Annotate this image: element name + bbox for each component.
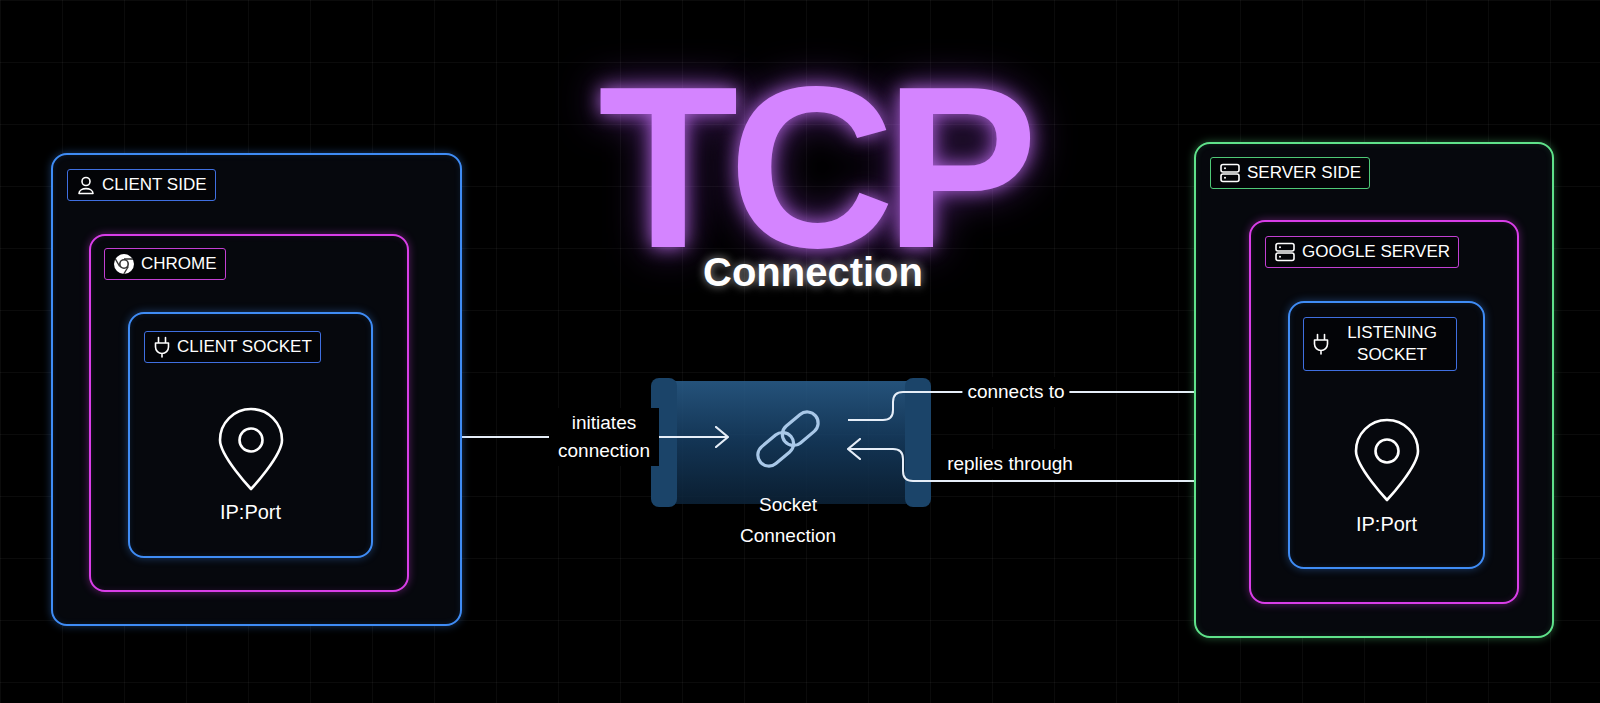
container-box: CHROME CLIENT SOCKET IP:Port [89, 234, 409, 592]
box-title: LISTENING SOCKET [1336, 322, 1448, 366]
connection-pipe: Socket Connection [728, 395, 848, 550]
container-box: SERVER SIDE GOOGLE SERVER LISTENING SOCKET… [1194, 142, 1554, 638]
box-tag: CHROME [104, 248, 226, 280]
box-tag: GOOGLE SERVER [1265, 236, 1459, 268]
box-tag: CLIENT SOCKET [144, 331, 321, 363]
box-tag: CLIENT SIDE [67, 169, 216, 201]
connector-label: initiates connection [549, 408, 659, 466]
box-title: CLIENT SOCKET [177, 336, 312, 358]
address-text: IP:Port [1294, 511, 1479, 537]
box-title: CHROME [141, 253, 217, 275]
container-box: CLIENT SIDE CHROME CLIENT SOCKET IP:Port [51, 153, 462, 626]
box-title: GOOGLE SERVER [1302, 241, 1450, 263]
tag-icon [1312, 333, 1330, 355]
box-tag: SERVER SIDE [1210, 157, 1370, 189]
tag-icon [1219, 162, 1241, 184]
connector-label: replies through [942, 449, 1078, 479]
node-text: Socket Connection [732, 489, 844, 551]
container-box: GOOGLE SERVER LISTENING SOCKET IP:Port [1249, 220, 1519, 604]
location-pin-icon [1352, 417, 1422, 503]
chain-icon [728, 395, 848, 485]
box-title: SERVER SIDE [1247, 162, 1361, 184]
container-box: LISTENING SOCKET IP:Port [1288, 301, 1485, 569]
location-pin-icon [216, 406, 286, 492]
pipe-cap [905, 378, 931, 507]
box-title: CLIENT SIDE [102, 174, 207, 196]
address-text: IP:Port [134, 499, 367, 525]
tag-icon [113, 253, 135, 275]
tag-icon [76, 175, 96, 195]
tag-icon [1274, 241, 1296, 263]
tag-icon [153, 336, 171, 358]
box-tag: LISTENING SOCKET [1303, 317, 1457, 371]
diagram-title: TCP [413, 53, 1213, 283]
subtitle: Connection [613, 249, 1013, 295]
connector-label: connects to [962, 377, 1069, 407]
pipe-body [664, 381, 918, 504]
container-box: CLIENT SOCKET IP:Port [128, 312, 373, 558]
